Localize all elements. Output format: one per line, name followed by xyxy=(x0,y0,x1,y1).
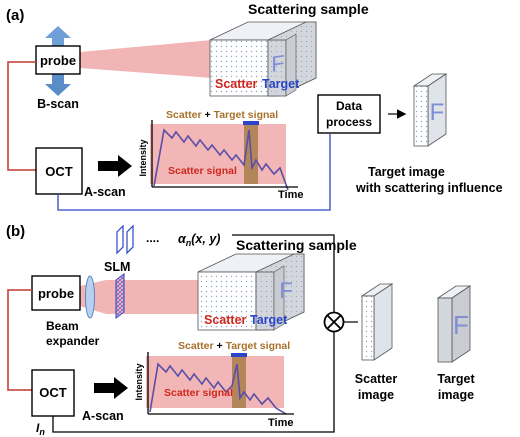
beam-expander-line2: expander xyxy=(46,334,100,348)
alpha-label: αn(x, y) xyxy=(178,232,220,248)
ascan-label-a: A-scan xyxy=(84,185,126,199)
target-letter: F xyxy=(453,310,469,340)
x-label-a: Time xyxy=(278,189,303,201)
panel-a-label: (a) xyxy=(6,7,24,24)
scatter-image xyxy=(360,283,394,361)
scatter-signal-label-b: Scatter signal xyxy=(164,387,233,399)
target-label-a: Target xyxy=(262,77,300,91)
fiber-b xyxy=(7,289,32,391)
slm-label: SLM xyxy=(104,260,130,274)
scatter-label-a: Scatter xyxy=(215,77,258,91)
result-image-a: F xyxy=(412,73,448,147)
connector-b xyxy=(52,332,335,433)
pattern-dots: .... xyxy=(146,231,159,245)
slm-device xyxy=(115,273,125,319)
scatter-image-line1: Scatter xyxy=(355,372,398,386)
multiply-icon xyxy=(323,311,345,333)
result-caption-line1: Target image xyxy=(368,165,445,179)
result-letter-a: F xyxy=(430,99,445,126)
slm-pattern-icon xyxy=(116,224,134,255)
probe-beam-a xyxy=(80,40,212,78)
signal-title-a: Scatter + Target signal xyxy=(166,109,278,121)
data-process-box xyxy=(317,94,381,134)
ascan-plot-b: Intensity Time Scatter + Target signal S… xyxy=(134,340,294,429)
scattering-sample-b: F xyxy=(197,253,305,331)
plot-bg-b xyxy=(146,356,284,408)
panel-a: (a) probe B-scan OCT A-scan F xyxy=(6,1,503,211)
ascan-trace-b xyxy=(149,362,287,415)
scatter-label-b: Scatter xyxy=(204,313,247,327)
y-label-b: Intensity xyxy=(134,363,144,400)
target-image: F xyxy=(436,285,472,363)
sample-title-a: Scattering sample xyxy=(248,1,369,17)
scatter-image-line2: image xyxy=(358,388,394,402)
beam-expander-line1: Beam xyxy=(46,319,79,333)
oct-box-a xyxy=(35,147,83,195)
result-caption-line2: with scattering influence xyxy=(355,181,503,195)
slm-connector xyxy=(232,234,335,312)
bscan-label: B-scan xyxy=(37,97,79,111)
ascan-label-b: A-scan xyxy=(82,409,124,423)
x-label-b: Time xyxy=(268,417,293,429)
probe-label-b: probe xyxy=(38,286,74,301)
lens-icon xyxy=(85,275,95,319)
bscan-arrow-icon xyxy=(45,26,71,96)
probe-label-a: probe xyxy=(40,53,76,68)
sample-letter-a: F xyxy=(271,50,284,77)
panel-b: (b) .... αn(x, y) SLM probe Beam expande… xyxy=(6,223,475,437)
probe-box-a xyxy=(35,45,81,75)
process-arrow-icon-a xyxy=(98,155,132,177)
oct-box-b xyxy=(31,369,75,417)
data-process-line2: process xyxy=(326,115,372,129)
scattering-sample-a: F xyxy=(209,21,317,97)
in-label: In xyxy=(36,421,45,437)
target-image-line1: Target xyxy=(437,372,475,386)
target-band-top-a xyxy=(243,121,259,125)
panel-b-label: (b) xyxy=(6,223,25,240)
fiber-a xyxy=(7,61,36,171)
connector-a xyxy=(57,134,331,211)
y-label-a: Intensity xyxy=(138,139,148,176)
sample-letter-b: F xyxy=(279,278,292,303)
signal-title-b: Scatter + Target signal xyxy=(178,340,290,352)
target-image-line2: image xyxy=(438,388,474,402)
ascan-plot-a: Intensity Time Scatter + Target signal S… xyxy=(138,109,303,201)
target-label-b: Target xyxy=(250,313,288,327)
plot-bg-a xyxy=(150,124,286,184)
oct-label-a: OCT xyxy=(45,164,73,179)
process-arrow-icon-b xyxy=(94,377,128,399)
data-process-line1: Data xyxy=(336,99,362,113)
scatter-signal-label-a: Scatter signal xyxy=(168,165,237,177)
sample-title-b: Scattering sample xyxy=(236,237,357,253)
ascan-trace-a xyxy=(153,128,289,191)
probe-box-b xyxy=(31,275,81,311)
oct-label-b: OCT xyxy=(39,385,67,400)
target-band-top-b xyxy=(231,353,247,357)
